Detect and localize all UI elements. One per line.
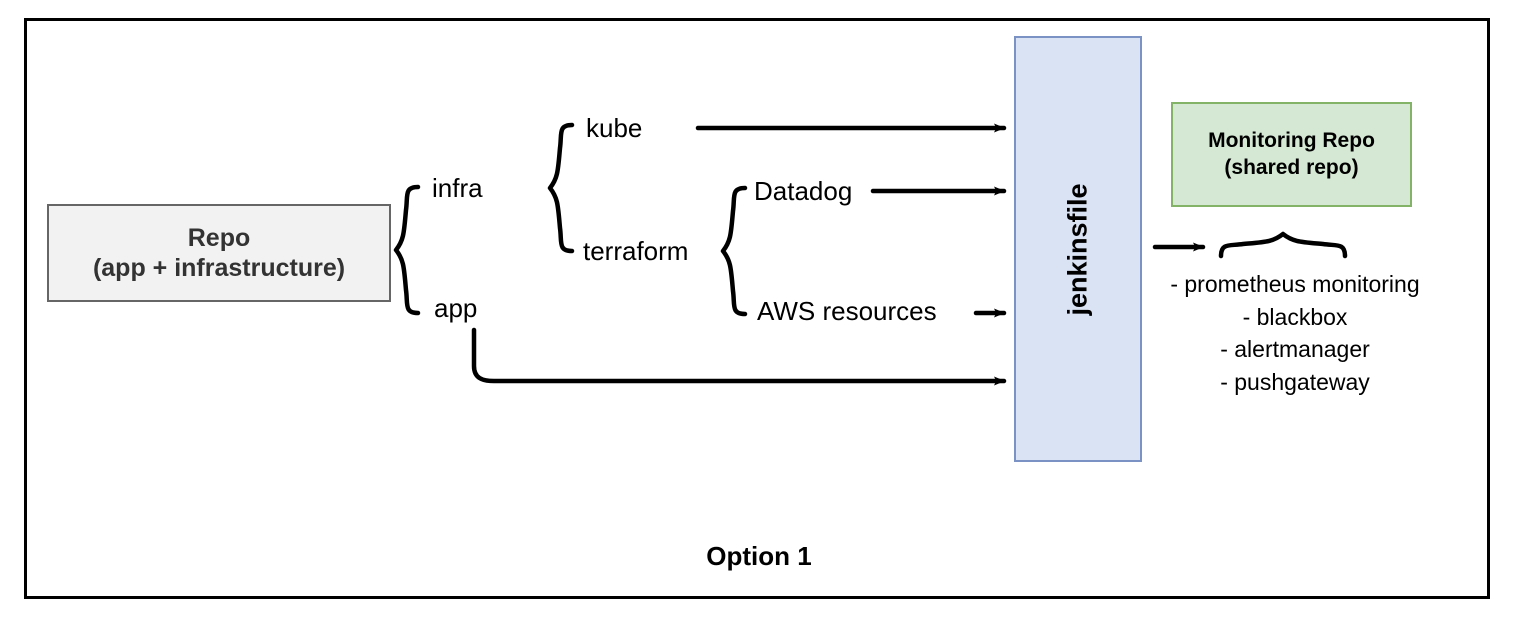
branch-label-app[interactable]: app xyxy=(434,293,478,323)
list-item: - prometheus monitoring xyxy=(1170,271,1420,297)
list-item: - blackbox xyxy=(1242,303,1348,330)
monitoring-repo-node[interactable]: Monitoring Repo (shared repo) xyxy=(1171,102,1412,207)
branch-label-infra[interactable]: infra xyxy=(432,173,483,203)
monitoring-repo-title: Monitoring Repo xyxy=(1208,129,1375,153)
jenkinsfile-node[interactable]: jenkinsfile xyxy=(1014,36,1142,462)
diagram-caption: Option 1 xyxy=(706,541,812,571)
branch-label-aws-resources[interactable]: AWS resources xyxy=(757,296,937,326)
branch-label-terraform[interactable]: terraform xyxy=(583,236,689,266)
list-item: - alertmanager xyxy=(1220,336,1370,363)
monitoring-components-list: - prometheus monitoring - blackbox - ale… xyxy=(1150,268,1440,399)
branch-label-datadog[interactable]: Datadog xyxy=(754,176,853,206)
repo-title: Repo xyxy=(187,223,251,252)
branch-label-kube[interactable]: kube xyxy=(586,113,643,143)
list-item: - pushgateway xyxy=(1220,368,1370,395)
repo-node[interactable]: Repo (app + infrastructure) xyxy=(47,204,391,302)
jenkinsfile-label: jenkinsfile xyxy=(1062,182,1093,316)
monitoring-repo-subtitle: (shared repo) xyxy=(1224,155,1359,179)
repo-subtitle: (app + infrastructure) xyxy=(92,254,346,282)
